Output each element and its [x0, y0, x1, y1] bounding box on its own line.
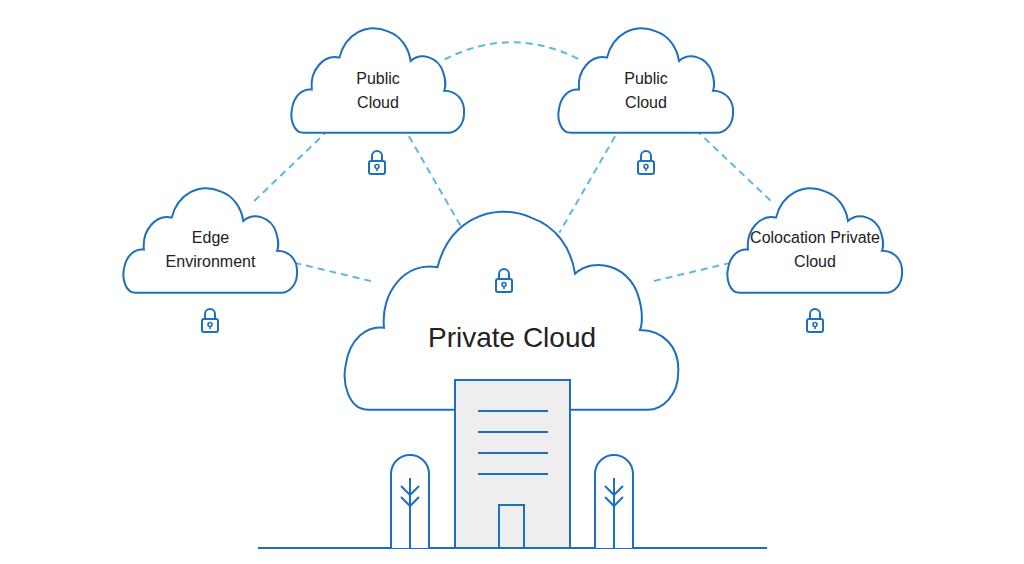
tree — [391, 455, 429, 548]
lock-icon — [494, 266, 514, 294]
lock-icon — [369, 151, 385, 174]
dashed-connector — [445, 42, 579, 59]
cloud-label: Public Cloud — [606, 67, 686, 115]
cloud-outline — [342, 196, 682, 412]
dashed-connector — [251, 122, 337, 204]
cloud-label-group: Private Cloud — [362, 321, 662, 355]
cloud-node: Public Cloud — [290, 20, 466, 134]
lock-icon — [202, 309, 218, 332]
cloud-label: Public Cloud — [338, 67, 418, 115]
cloud-label: Colocation Private Cloud — [750, 226, 880, 274]
cloud-label-group: Public Cloud — [606, 67, 686, 115]
cloud-label: Private Cloud — [362, 321, 662, 355]
cloud-node: Private Cloud — [342, 196, 682, 412]
dashed-connector — [403, 126, 465, 233]
cloud-label-group: Public Cloud — [338, 67, 418, 115]
cloud-label-group: Colocation Private Cloud — [750, 226, 880, 274]
dashed-connector — [687, 122, 774, 204]
cloud-label-group: Edge Environment — [151, 226, 271, 274]
tree — [595, 455, 633, 548]
dashed-connector — [559, 126, 621, 233]
ground-line — [258, 547, 767, 549]
cloud-node: Colocation Private Cloud — [726, 180, 904, 294]
lock-icon — [807, 309, 823, 332]
cloud-label: Edge Environment — [151, 226, 271, 274]
cloud-node: Edge Environment — [122, 180, 299, 294]
lock-icon — [638, 151, 654, 174]
cloud-node: Public Cloud — [557, 20, 735, 134]
